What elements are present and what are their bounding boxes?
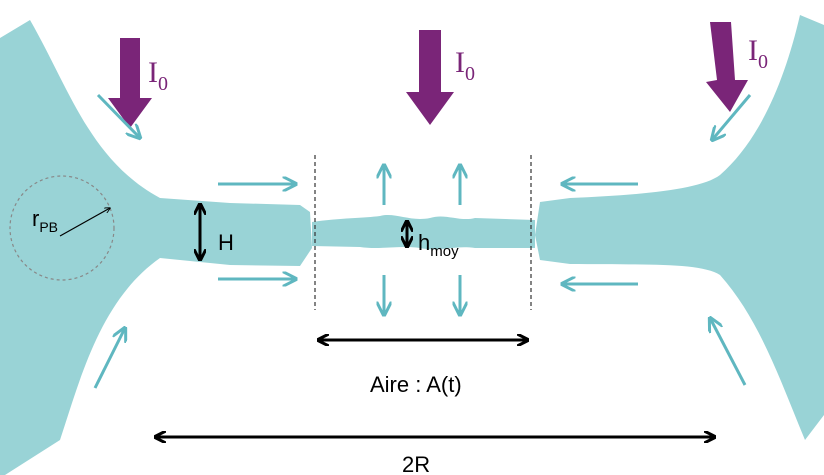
radius-label: rPB bbox=[32, 206, 58, 235]
film-height-label: H bbox=[218, 230, 234, 255]
right-plateau-border bbox=[535, 15, 824, 440]
thin-film bbox=[312, 215, 535, 250]
flow-arrow-bottom-right-diag bbox=[710, 318, 747, 386]
flow-arrow-top-right-diag bbox=[712, 94, 752, 140]
left-plateau-border bbox=[0, 20, 312, 475]
dimension-arrows bbox=[155, 204, 715, 437]
film-shape bbox=[0, 15, 824, 475]
radius-arrow bbox=[59, 208, 110, 237]
flow-arrow-bottom-left-diag bbox=[93, 328, 125, 389]
intensity-label-center: I0 bbox=[455, 46, 475, 85]
intensity-arrow-right bbox=[706, 22, 748, 112]
area-label: Aire : A(t) bbox=[370, 372, 462, 397]
plateau-border-circle bbox=[9, 175, 115, 281]
intensity-label-left: I0 bbox=[148, 56, 168, 95]
flow-arrows bbox=[93, 93, 752, 389]
intensity-arrow-left bbox=[108, 38, 152, 128]
span-label: 2R bbox=[402, 452, 430, 475]
intensity-arrows bbox=[108, 22, 748, 128]
intensity-label-right: I0 bbox=[748, 34, 768, 73]
flow-arrow-top-left-diag bbox=[96, 93, 140, 138]
intensity-arrow-center bbox=[406, 30, 454, 125]
mean-thickness-label: hmoy bbox=[418, 230, 459, 260]
